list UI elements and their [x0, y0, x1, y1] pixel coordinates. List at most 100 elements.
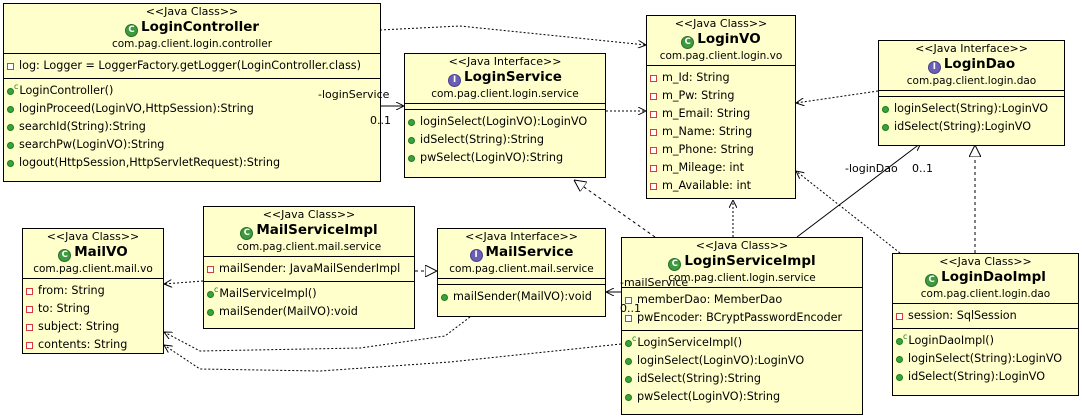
class-icon: C: [681, 36, 695, 49]
package-name: com.pag.client.login.service: [431, 88, 579, 100]
method-row: pwSelect(LoginVO):String: [405, 149, 605, 167]
fields-section: memberDao: MemberDao pwEncoder: BCryptPa…: [622, 288, 862, 331]
method-row: loginSelect(String):LoginVO: [879, 100, 1064, 118]
public-method-icon: [7, 159, 14, 167]
private-field-icon: [207, 265, 214, 273]
package-name: com.pag.client.login.controller: [111, 38, 273, 50]
package-name: com.pag.client.login.dao: [906, 75, 1037, 87]
private-field-icon: [625, 314, 632, 322]
public-method-icon: [441, 293, 448, 301]
field-row: m_Email: String: [647, 105, 795, 123]
fields-section: from: String to: String subject: String …: [23, 279, 163, 353]
public-method-icon: [408, 118, 415, 126]
fields-section: [879, 91, 1064, 97]
fields-section: [438, 279, 605, 285]
stereotype-label: <<Java Class>>: [262, 208, 356, 221]
fields-section: m_Id: String m_Pw: String m_Email: Strin…: [647, 66, 795, 198]
constructor-icon: [625, 339, 632, 347]
public-method-icon: [896, 355, 903, 363]
method-row: loginSelect(LoginVO):LoginVO: [622, 352, 862, 370]
private-field-icon: [625, 296, 632, 304]
edge-mailserviceimpl-to-mailvo: [164, 281, 204, 284]
private-field-icon: [26, 341, 33, 349]
edge-loginserviceimpl-to-mailvo: [164, 343, 622, 372]
private-field-icon: [650, 146, 657, 154]
private-field-icon: [650, 92, 657, 100]
public-method-icon: [408, 136, 415, 144]
private-field-icon: [650, 110, 657, 118]
private-field-icon: [7, 62, 14, 70]
public-method-icon: [625, 357, 632, 365]
public-method-icon: [7, 123, 14, 131]
public-method-icon: [896, 373, 903, 381]
field-row: session: SqlSession: [893, 307, 1078, 325]
private-field-icon: [896, 312, 903, 320]
stereotype-label: <<Java Class>>: [674, 17, 768, 30]
stereotype-label: <<Java Class>>: [145, 5, 239, 18]
package-name: com.pag.client.login.service: [668, 272, 816, 284]
field-row: log: Logger = LoggerFactory.getLogger(Lo…: [4, 57, 380, 75]
interface-icon: I: [469, 249, 483, 262]
stereotype-label: <<Java Class>>: [939, 255, 1032, 268]
private-field-icon: [650, 128, 657, 136]
stereotype-label: <<Java Class>>: [695, 239, 789, 252]
method-row: mailSender(MailVO):void: [204, 303, 414, 321]
package-name: com.pag.client.mail.service: [236, 241, 382, 253]
package-name: com.pag.client.mail.service: [449, 263, 594, 275]
edge-mailservice-to-mailvo: [164, 316, 471, 352]
field-row: m_Mileage: int: [647, 159, 795, 177]
private-field-icon: [650, 74, 657, 82]
constructor-icon: [896, 337, 903, 345]
fields-section: session: SqlSession: [893, 304, 1078, 329]
field-row: memberDao: MemberDao: [622, 291, 862, 309]
interface-icon: I: [448, 74, 462, 87]
stereotype-label: <<Java Interface>>: [448, 55, 562, 68]
fields-section: log: Logger = LoggerFactory.getLogger(Lo…: [4, 54, 380, 79]
fields-section: [405, 104, 605, 110]
multiplicity-label-login-service: 0..1: [370, 114, 391, 127]
public-method-icon: [207, 308, 214, 316]
methods-section: mailSender(MailVO):void: [438, 285, 605, 309]
private-field-icon: [26, 305, 33, 313]
package-name: com.pag.client.mail.vo: [33, 263, 153, 275]
fields-section: mailSender: JavaMailSenderImpl: [204, 257, 414, 282]
field-row: m_Available: int: [647, 177, 795, 195]
field-row: contents: String: [23, 336, 163, 353]
field-row: to: String: [23, 300, 163, 318]
edge-logindao-to-loginvo: [796, 90, 879, 103]
private-field-icon: [26, 323, 33, 331]
method-row: idSelect(String):LoginVO: [879, 118, 1064, 136]
multiplicity-label-mail-service: 0..1: [620, 302, 641, 315]
method-row: loginSelect(LoginVO):LoginVO: [405, 113, 605, 131]
public-method-icon: [625, 375, 632, 383]
